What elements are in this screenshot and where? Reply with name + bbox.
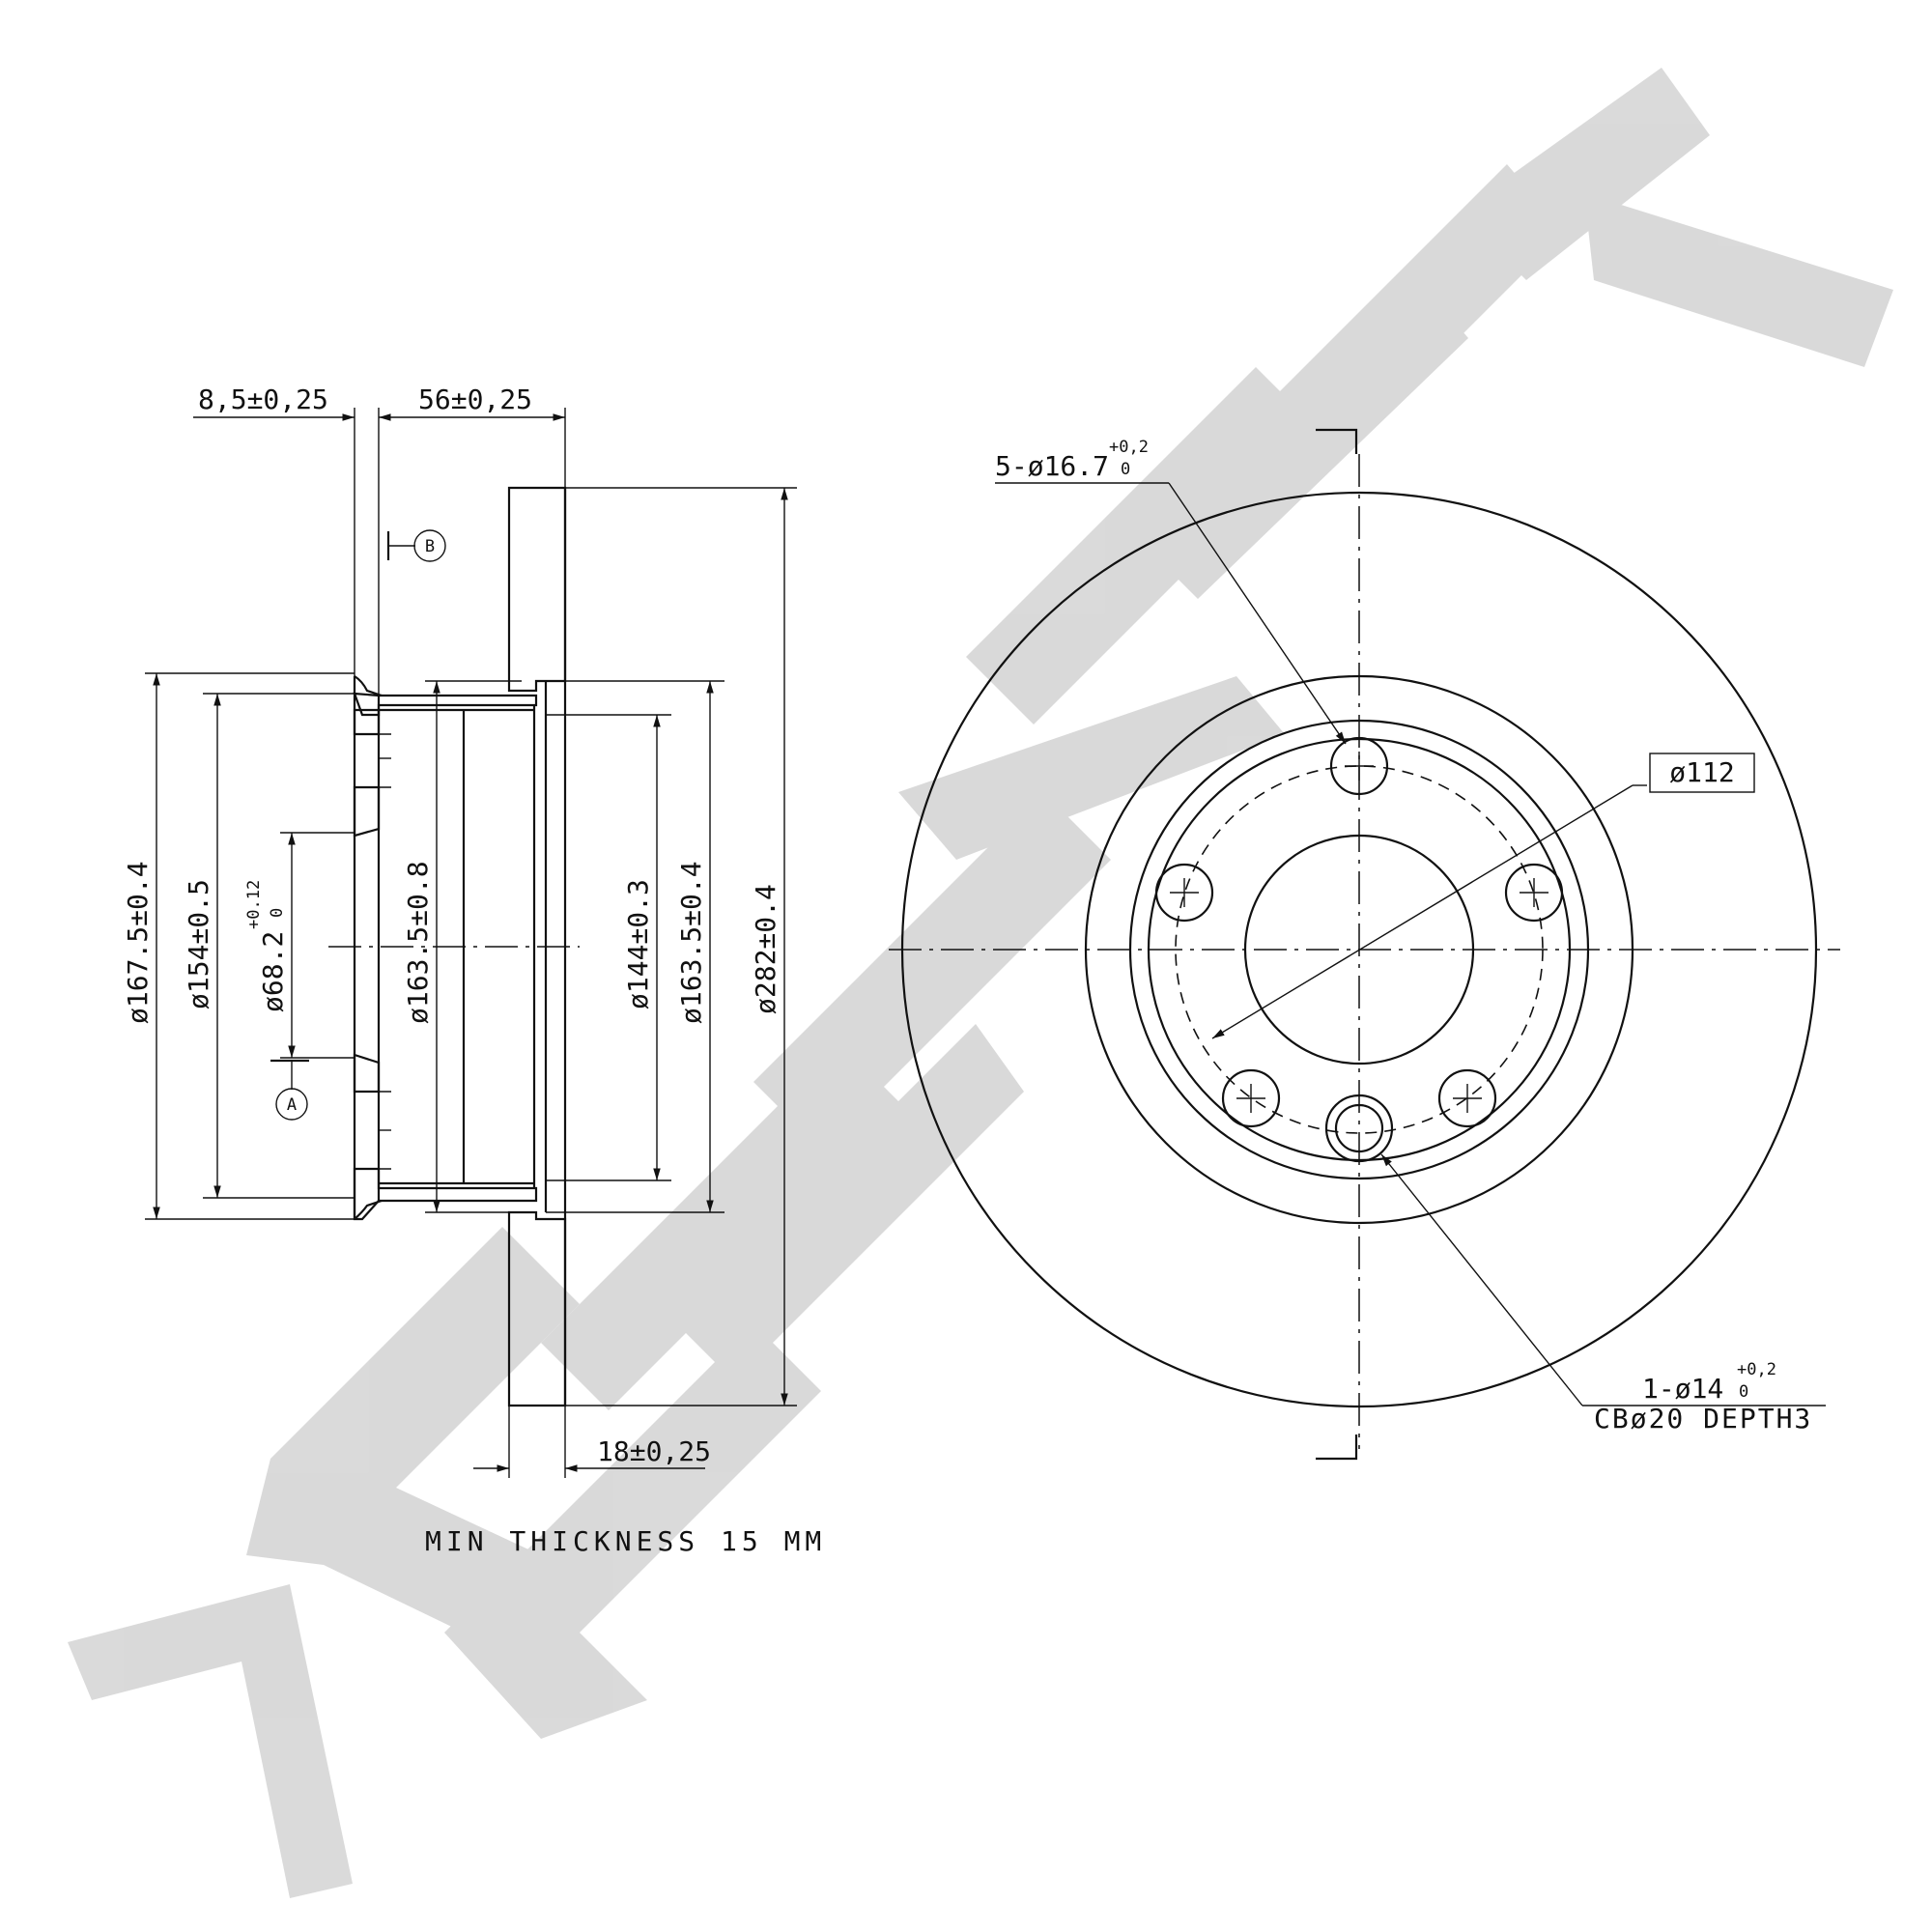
bolt-holes-tol-upper: +0,2 bbox=[1109, 438, 1149, 457]
front-view: ø112 5-ø16.7 +0,2 0 1-ø14 +0,2 0 CBø20 D… bbox=[889, 428, 1840, 1461]
flange-thickness-dim: 8,5±0,25 bbox=[198, 384, 328, 415]
hat-depth-dim: 56±0,25 bbox=[418, 384, 532, 415]
friction-ring-upper bbox=[507, 486, 567, 693]
flange-dia-dim: ø154±0.5 bbox=[183, 879, 214, 1009]
locator-tol-upper: +0,2 bbox=[1737, 1360, 1776, 1379]
pcd-label-box bbox=[1649, 753, 1755, 793]
min-thickness-note: MIN THICKNESS 15 MM bbox=[425, 1525, 826, 1557]
bolt-hole bbox=[1437, 1068, 1497, 1128]
watermark bbox=[68, 68, 1893, 1898]
bolt-hole bbox=[1154, 863, 1214, 923]
counterbore-label: CBø20 DEPTH3 bbox=[1594, 1403, 1812, 1435]
locator-tol-lower: 0 bbox=[1739, 1382, 1748, 1402]
hat-inner-dia-dim: ø163.5±0.8 bbox=[402, 861, 434, 1024]
hat-dia-right-dim: ø163.5±0.4 bbox=[675, 861, 707, 1024]
datum-b-label: B bbox=[425, 537, 435, 556]
friction-inner-dia-dim: ø144±0.3 bbox=[622, 879, 654, 1009]
bolt-holes-tol-lower: 0 bbox=[1121, 460, 1130, 479]
center-bore-dim: ø68.2 bbox=[257, 931, 289, 1012]
locator-label: 1-ø14 bbox=[1642, 1373, 1723, 1405]
pcd-label: ø112 bbox=[1669, 756, 1734, 788]
bolt-hole bbox=[1504, 863, 1564, 923]
outer-dia-dim: ø282±0.4 bbox=[750, 884, 781, 1014]
datum-a-label: A bbox=[287, 1095, 297, 1115]
hat-outer-dia-dim: ø167.5±0.4 bbox=[122, 861, 154, 1024]
bolt-hole bbox=[1221, 1068, 1281, 1128]
disc-thickness-dim: 18±0,25 bbox=[597, 1435, 711, 1467]
center-bore-tol-lower: 0 bbox=[268, 908, 287, 918]
side-section-view: B A 8,5±0,25 56±0,25 18±0,25 ø167.5±0.4 … bbox=[122, 384, 826, 1557]
center-bore-tol-upper: +0.12 bbox=[244, 880, 264, 929]
bolt-holes-label: 5-ø16.7 bbox=[995, 450, 1109, 482]
